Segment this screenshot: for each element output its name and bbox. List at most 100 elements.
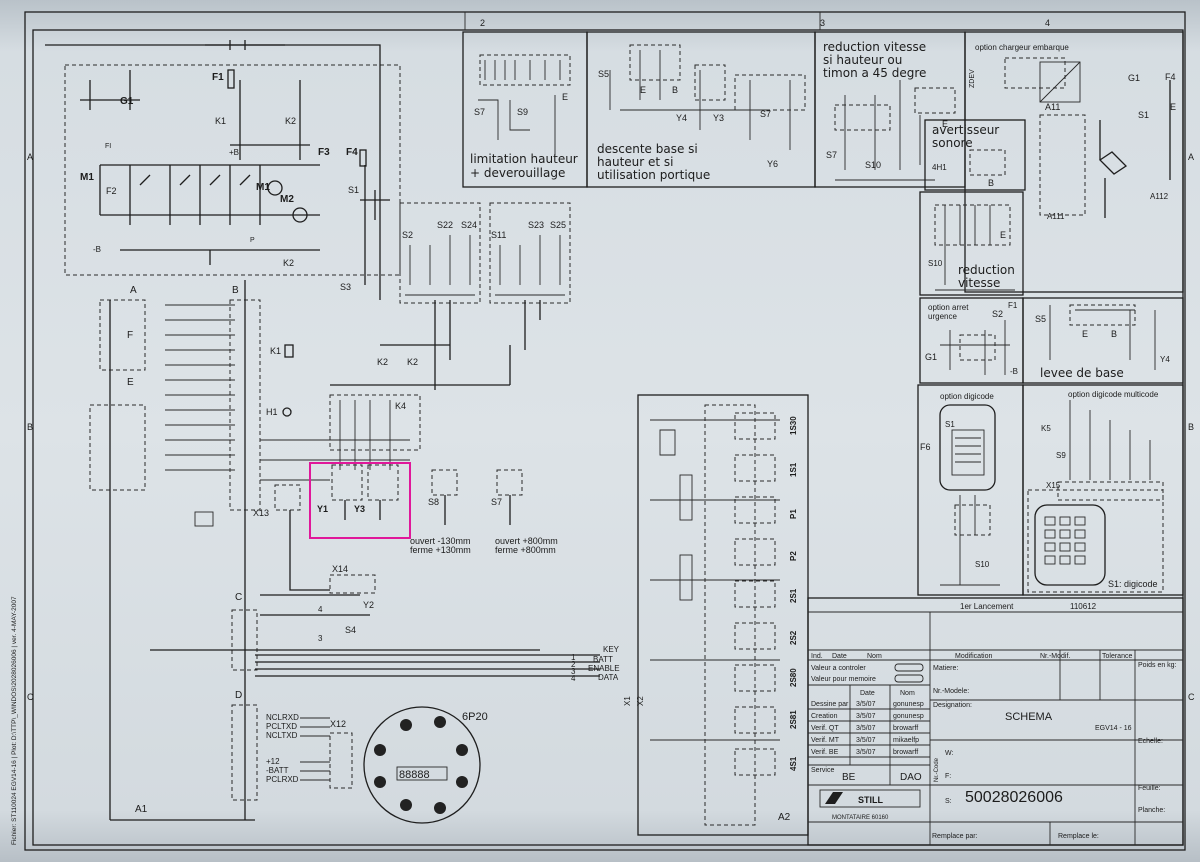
label-s7: S7: [474, 107, 485, 117]
row-letter-c: C: [27, 692, 34, 702]
signal-data: DATA: [598, 673, 619, 682]
panel-digicode-multicode: option digicode multicode K5 S9 X15 S1: …: [1022, 384, 1184, 596]
frame-reference-marks: 2 3 4 A B C A B C: [27, 12, 1195, 702]
row-letter-a: A: [27, 152, 33, 162]
label-e: E: [562, 92, 568, 102]
outer-frame: [24, 11, 1186, 851]
panel-chargeur-embarque: option chargeur embarque ZDEV G1 F4 A11 …: [964, 31, 1184, 293]
display-section: NCLRXD PCLTXD NCLTXD +12 -BATT PCLRXD X1…: [135, 706, 488, 824]
switch-s7: S7: [491, 497, 502, 507]
relay-k2-a: K2: [377, 357, 388, 367]
switch-s23: S23: [528, 220, 544, 230]
label-e: E: [1000, 230, 1006, 240]
a2-output-box: [734, 580, 776, 608]
label-p: P: [250, 237, 255, 244]
panel-title-line2: si hauteur ou: [823, 53, 902, 67]
highlight-annotation-box: [309, 462, 411, 539]
label-e: E: [1170, 102, 1176, 112]
tb-header-ind: Ind.: [811, 653, 823, 660]
bus-number-1: 1: [571, 653, 576, 662]
column-number-3: 3: [820, 18, 825, 28]
tb-w-label: W:: [945, 750, 953, 757]
tb-brand: STILL: [858, 795, 883, 805]
label-s1: S1: [348, 185, 359, 195]
panel-arret-urgence: option arret urgence F1 S2 G1 -B: [919, 297, 1024, 384]
connector-blocks-left: A B F E C D: [89, 280, 261, 821]
tb-header-tolerance: Tolerance: [1102, 653, 1132, 660]
label-y4: Y4: [1160, 355, 1170, 364]
label-s1: S1: [945, 420, 955, 429]
label-k2-bis: K2: [283, 258, 294, 268]
bus-number-3: 3: [318, 634, 323, 643]
label-fi: FI: [105, 143, 111, 150]
relay-k4: K4: [395, 401, 406, 411]
tb-feuille: Feuille:: [1138, 785, 1161, 792]
label-b: B: [1111, 329, 1117, 339]
still-logo-icon: STILL: [819, 789, 921, 808]
label-m2: M2: [280, 194, 294, 205]
label-s5: S5: [1035, 314, 1046, 324]
tb-header-modification: Modification: [955, 653, 992, 660]
label-s1: S1: [1138, 110, 1149, 120]
label-s9: S9: [517, 107, 528, 117]
label-s10: S10: [975, 560, 990, 569]
bus-number-4b: 4: [571, 674, 576, 683]
label-e: E: [942, 119, 948, 129]
a2-output-label: 4S1: [789, 756, 798, 771]
label-s7: S7: [760, 109, 771, 119]
panel-title: option digicode multicode: [1068, 390, 1159, 399]
connector-x13: X13: [253, 508, 269, 518]
label-zdev: ZDEV: [969, 69, 976, 88]
panel-title-line2: sonore: [932, 136, 973, 150]
switch-s2: S2: [402, 230, 413, 240]
panel-title: levee de base: [1040, 366, 1124, 380]
panel-title-line2: hauteur et si: [597, 155, 674, 169]
sheet-side-text: Fichier: ST110024 EGV14-16 | Plot: D:\TT…: [11, 596, 18, 845]
panel-title-line3: timon a 45 degre: [823, 66, 926, 80]
switch-s8: S8: [428, 497, 439, 507]
label-4h1: 4H1: [932, 163, 947, 172]
relay-k2-b: K2: [407, 357, 418, 367]
pin-minus-batt: -BATT: [266, 766, 289, 775]
tb-row-date: 3/5/07: [856, 725, 876, 732]
panel-title: option digicode: [940, 392, 994, 401]
panel-title-line2: urgence: [928, 312, 957, 321]
a2-output-box: [734, 538, 776, 566]
label-f4: F4: [346, 147, 358, 158]
tb-row-date: 3/5/07: [856, 737, 876, 744]
label-a11: A11: [1045, 102, 1060, 112]
a2-output-label: 1S30: [789, 416, 798, 435]
pin-ncltxd: NCLTXD: [266, 731, 298, 740]
tb-service-label: Service: [811, 767, 834, 774]
tb-echelle: Echelle:: [1138, 738, 1163, 745]
a2-output-box: [734, 664, 776, 692]
label-b: B: [988, 178, 994, 188]
bus-letter-d: D: [235, 690, 242, 701]
panel-title-line1: limitation hauteur: [470, 152, 578, 166]
tb-row-nom: gonunesp: [893, 701, 924, 708]
a2-output-label: 2S2: [789, 630, 798, 645]
bus-number-4: 4: [318, 605, 323, 614]
power-circuit: G1 F1 K1 K2 F3 F4 M1 F2 FI M1 M2 +B -B P…: [45, 40, 401, 300]
row-letter-c-right: C: [1188, 692, 1195, 702]
a2-output-label: 2S81: [789, 710, 798, 729]
lower-left-connectors: X13 X14 Y2 S4 4 3: [150, 484, 540, 651]
digicode-keypad-icon: [939, 404, 996, 491]
panel-title-line3: utilisation portique: [597, 168, 710, 182]
switch-groups: S2 S22 S24 S11 S23 S25: [330, 202, 571, 390]
label-k2: K2: [285, 116, 296, 126]
panel-title-line2: vitesse: [958, 276, 1000, 290]
note-ferme-130: ferme +130mm: [410, 545, 471, 555]
switch-s11: S11: [491, 230, 506, 240]
connector-x12: X12: [330, 719, 346, 729]
panel-limitation-hauteur: S7 S9 E limitation hauteur + deverouilla…: [462, 31, 588, 188]
tb-remplace-par: Remplace par:: [932, 833, 978, 840]
label-s10: S10: [865, 160, 881, 170]
a2-output-box: [734, 454, 776, 482]
label-y6: Y6: [767, 159, 778, 169]
tb-premier-lancement-label: 1er Lancement: [960, 602, 1014, 611]
panel-title-line1: descente base si: [597, 142, 698, 156]
label-m1-bis: M1: [256, 182, 270, 193]
tb-designation: SCHEMA: [1005, 711, 1053, 723]
tb-poids: Poids en kg:: [1138, 662, 1177, 669]
